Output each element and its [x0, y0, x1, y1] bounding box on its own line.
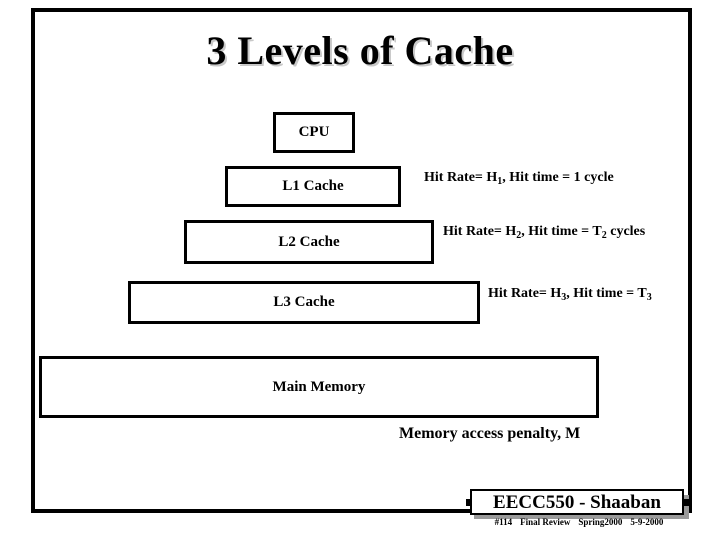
footer-badge: EECC550 - Shaaban #114 Final Review Spring… [466, 489, 692, 537]
block-l2-cache-label: L2 Cache [278, 233, 340, 250]
badge-box: EECC550 - Shaaban [470, 489, 684, 515]
badge-slide-number: #114 [494, 517, 513, 527]
badge-course-label: EECC550 - Shaaban [493, 491, 661, 513]
annotation-l3-hit: Hit Rate= H3, Hit time = T3 [488, 285, 652, 303]
annotation-l3-middle: , Hit time = T [566, 286, 647, 301]
annotation-l1-prefix: Hit Rate= H [424, 170, 498, 185]
badge-right-tab [678, 499, 690, 506]
page-title: 3 Levels of Cache [206, 28, 514, 73]
annotation-l2-suffix: cycles [606, 224, 646, 239]
block-l2-cache[interactable]: L2 Cache [184, 220, 434, 264]
badge-subline: #114 Final Review Spring2000 5-9-2000 [466, 516, 692, 528]
annotation-l2-prefix: Hit Rate= H [443, 224, 517, 239]
block-l1-cache-label: L1 Cache [282, 178, 344, 194]
badge-course-note: Final Review [520, 517, 571, 527]
block-cpu-label: CPU [298, 124, 330, 140]
annotation-l2-sub1: 2 [516, 230, 522, 241]
annotation-l1-hit: Hit Rate= H1, Hit time = 1 cycle [424, 169, 614, 187]
block-cpu[interactable]: CPU [273, 112, 355, 153]
badge-term: Spring2000 [578, 517, 623, 527]
block-main-memory-label: Main Memory [272, 378, 366, 395]
annotation-l2-middle: , Hit time = T [521, 224, 602, 239]
block-l3-cache[interactable]: L3 Cache [128, 281, 480, 324]
annotation-l2-sub2: 2 [601, 230, 607, 241]
annotation-l3-sub2: 3 [646, 292, 652, 303]
annotation-memory-penalty: Memory access penalty, M [399, 425, 581, 442]
annotation-l3-prefix: Hit Rate= H [488, 286, 562, 301]
badge-date: 5-9-2000 [630, 517, 664, 527]
annotation-l1-sub1: 1 [497, 176, 503, 187]
block-main-memory[interactable]: Main Memory [39, 356, 599, 418]
block-l3-cache-label: L3 Cache [273, 294, 335, 310]
annotation-l2-hit: Hit Rate= H2, Hit time = T2 cycles [443, 223, 646, 241]
annotation-l3-sub1: 3 [561, 292, 567, 303]
annotation-l1-middle: , Hit time = 1 cycle [502, 170, 614, 185]
block-l1-cache[interactable]: L1 Cache [225, 166, 401, 207]
slide-border-frame [31, 8, 692, 513]
